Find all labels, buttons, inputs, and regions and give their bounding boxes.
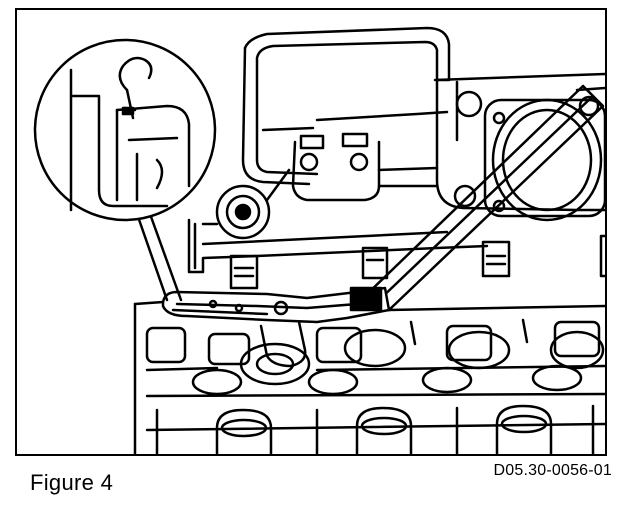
tappet-tool [161, 286, 391, 368]
cylinder-head-lower [133, 300, 605, 454]
injector-posts [229, 234, 605, 290]
fuel-rail [187, 218, 489, 274]
valve-cover [241, 26, 451, 186]
figure-reference-code: D05.30-0056-01 [493, 462, 612, 479]
figure-caption: Figure 4 [30, 470, 114, 495]
tool-marking: 25 [355, 296, 365, 306]
round-fitting [215, 168, 291, 240]
plug-recess [483, 98, 605, 222]
figure-frame: 25 [15, 8, 607, 456]
bearing-bracket [291, 132, 439, 202]
engine-illustration: 25 [33, 26, 605, 454]
lever-tool [363, 84, 605, 312]
detail-magnifier [33, 38, 217, 222]
cylinder-head-upper [433, 72, 605, 212]
